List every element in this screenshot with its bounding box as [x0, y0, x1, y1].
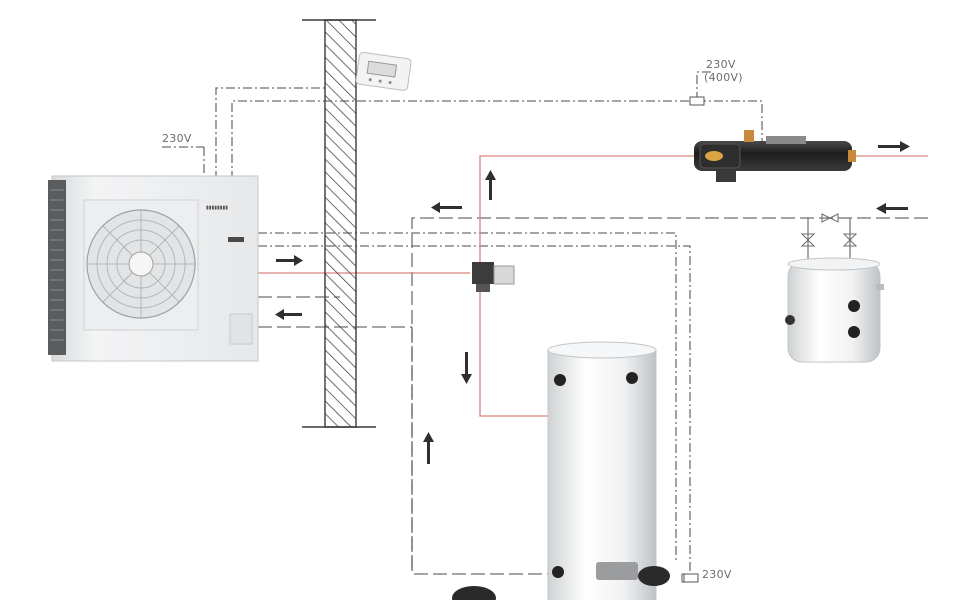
control-line-heater-supply	[696, 71, 712, 101]
secondary-water-tank	[785, 213, 884, 363]
unit-brand-mark: ▮▮▮▮▮▮▮▮	[206, 205, 228, 211]
flow-line-valve-to-heater	[479, 155, 694, 265]
label-voltage-outdoor: 230V	[162, 132, 192, 145]
arrow-right-icon	[276, 255, 303, 266]
circulation-pump	[452, 586, 496, 600]
arrow-left-icon	[431, 202, 462, 213]
diverter-valve	[472, 262, 515, 292]
control-lines	[162, 71, 763, 578]
label-voltage-heater-alt: (400V)	[704, 71, 743, 84]
flow-lines	[258, 155, 928, 417]
electric-booster-heater	[694, 130, 856, 182]
control-line-tank-heater	[258, 245, 691, 578]
arrow-up-icon	[485, 170, 496, 200]
arrow-down-icon	[461, 352, 472, 384]
fuse-symbol-cylinder	[683, 573, 699, 583]
flow-arrows	[275, 141, 910, 464]
room-thermostat	[355, 52, 412, 91]
label-voltage-heater: 230V	[706, 58, 736, 71]
label-voltage-cylinder: 230V	[702, 568, 732, 581]
control-line-outdoor-thermostat	[215, 87, 326, 180]
arrow-left-icon	[275, 309, 302, 320]
arrow-left-icon	[876, 203, 908, 214]
flow-line-valve-to-tank	[479, 283, 548, 417]
wall	[302, 19, 376, 428]
fuse-symbol-heater	[689, 96, 705, 106]
arrow-right-icon	[878, 141, 910, 152]
hot-water-storage-cylinder	[547, 341, 697, 600]
wall-section	[324, 19, 357, 428]
outdoor-heat-pump-unit: ▮▮▮▮▮▮▮▮	[48, 175, 259, 362]
control-line-tank-sensor	[258, 232, 677, 560]
control-line-outdoor-heater	[231, 100, 763, 180]
arrow-up-icon	[423, 432, 434, 464]
